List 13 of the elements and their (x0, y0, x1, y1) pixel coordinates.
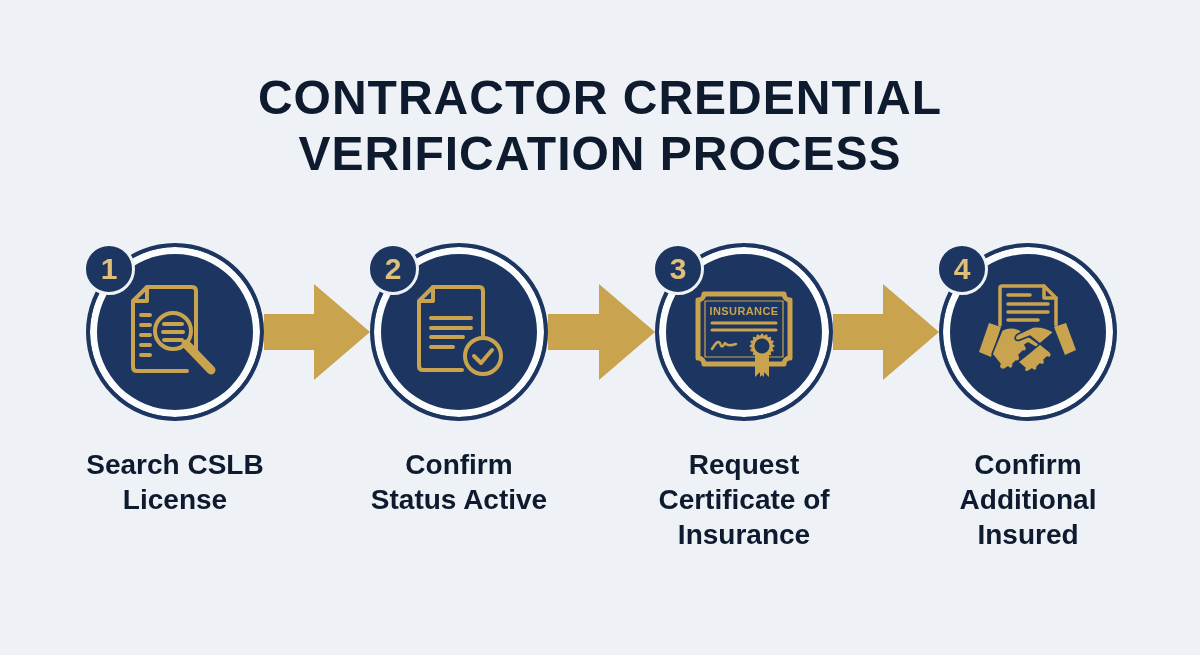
step-number: 4 (936, 243, 988, 295)
step-label: Request Certificate of Insurance (657, 448, 831, 552)
step-label: Confirm Status Active (369, 448, 549, 517)
step-number: 1 (83, 243, 135, 295)
arrow (264, 284, 370, 380)
step-number: 2 (367, 243, 419, 295)
diagram-title: CONTRACTOR CREDENTIAL VERIFICATION PROCESS (256, 70, 944, 182)
arrow (833, 284, 939, 380)
step-label: Confirm Additional Insured (958, 448, 1098, 552)
step-number: 3 (652, 243, 704, 295)
step-label: Search CSLB License (85, 448, 265, 517)
certificate-text: INSURANCE (709, 305, 779, 317)
arrow (548, 284, 655, 380)
